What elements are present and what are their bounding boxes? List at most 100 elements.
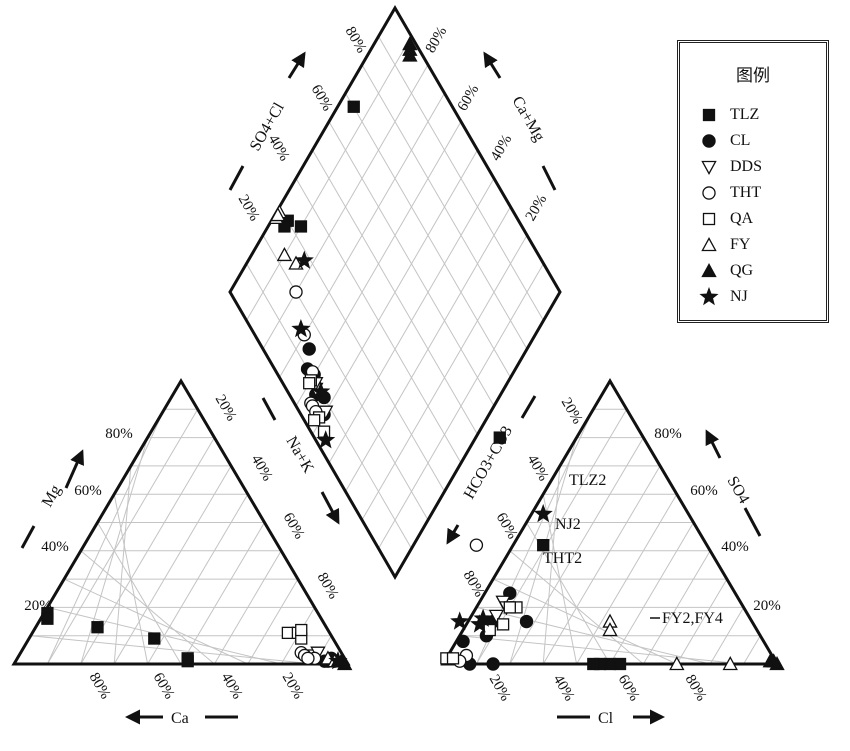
- point-tlz-anion-6: [537, 538, 550, 552]
- tick-nak-4: 80%: [314, 570, 342, 602]
- point-fy-diamond-3: [270, 207, 286, 222]
- label-camg: Ca+Mg: [509, 94, 548, 145]
- series-tlz: [41, 100, 627, 671]
- point-qa-diamond-2: [303, 377, 316, 390]
- tick-ca-2: 40%: [218, 670, 246, 702]
- legend-marker-cl: [702, 134, 716, 148]
- tick-camg-3: 60%: [455, 82, 483, 114]
- point-tht-cation-4: [301, 651, 315, 666]
- grid-line: [97, 522, 182, 665]
- label-so4: SO4: [724, 474, 753, 507]
- point-cl-anion-7: [486, 657, 500, 671]
- arrow-mg: [64, 449, 84, 489]
- grid-line: [509, 550, 644, 665]
- legend-marker-qg: [701, 263, 717, 278]
- grid-line: [345, 92, 511, 378]
- cation-triangle-frame: [11, 378, 351, 666]
- legend-item-fy: FY: [698, 235, 750, 255]
- legend-symbol-qa: [702, 212, 716, 226]
- tick-nak-1: 20%: [212, 392, 240, 424]
- legend-marker-nj: [699, 287, 719, 306]
- tick-cl-3: 60%: [615, 672, 643, 704]
- point-tlz-cation-2: [41, 612, 54, 625]
- grid-line: [80, 550, 215, 665]
- legend-symbol-tht: [702, 186, 716, 200]
- tick-mg-2: 40%: [41, 539, 69, 555]
- arrow-so4cl: [287, 51, 306, 79]
- point-nj-diamond-2: [316, 430, 336, 449]
- tick-camg-1: 20%: [523, 192, 551, 224]
- legend-marker-tht: [702, 186, 716, 200]
- label-nak: Na+K: [283, 434, 318, 477]
- tick-cl-2: 40%: [550, 672, 578, 704]
- label-mg: Mg: [39, 482, 65, 510]
- legend-marker-tlz: [702, 108, 716, 122]
- dash-mg: [20, 525, 36, 549]
- arrow-so4: [705, 429, 722, 459]
- grid-line: [492, 578, 678, 665]
- point-cl-diamond-1: [302, 342, 316, 356]
- legend-label: DDS: [730, 158, 763, 175]
- tick-ca-1: 20%: [279, 670, 307, 702]
- grid-line: [476, 606, 711, 665]
- sample-annotations: TLZ2 NJ2 THT2 FY2,FY4: [543, 472, 723, 627]
- grid-line: [247, 578, 299, 665]
- tick-ca-4: 80%: [86, 670, 114, 702]
- series-qa: [281, 374, 523, 665]
- dash-nak: [261, 397, 277, 421]
- legend-item-qa: QA: [698, 209, 753, 229]
- tick-so4-1: 20%: [753, 598, 781, 614]
- point-qa-anion-3: [496, 618, 510, 631]
- axis-arrows: [20, 51, 762, 725]
- tick-so4cl-1: 20%: [235, 192, 263, 224]
- legend-item-tlz: TLZ: [698, 105, 759, 125]
- grid-line: [47, 606, 282, 665]
- legend-marker-qa: [702, 212, 716, 226]
- point-cl-anion-2: [519, 614, 534, 629]
- grid-line: [709, 607, 745, 665]
- point-tlz-anion-4: [613, 657, 627, 671]
- grid-line: [312, 149, 478, 435]
- point-tht-anion-1: [469, 538, 484, 552]
- legend-marker-dds: [701, 160, 717, 175]
- tick-so4-4: 80%: [654, 426, 682, 442]
- tick-nak-2: 40%: [248, 452, 276, 484]
- dash-hco3: [520, 395, 537, 419]
- legend-label: QG: [730, 262, 754, 279]
- legend-label: CL: [730, 132, 751, 149]
- point-nj-cation-1: [328, 651, 348, 670]
- grid-line: [743, 635, 761, 665]
- grid-line: [63, 578, 249, 665]
- legend-item-qg: QG: [698, 261, 753, 281]
- legend-symbol-nj: [699, 287, 719, 306]
- point-qg-diamond-3: [402, 36, 418, 51]
- arrow-nak: [320, 491, 340, 525]
- annotation-fy2-fy4: FY2,FY4: [662, 610, 723, 627]
- grid-line: [180, 522, 265, 665]
- legend-item-cl: CL: [698, 131, 750, 151]
- legend-label: FY: [730, 236, 751, 253]
- grid-line: [642, 550, 711, 665]
- point-qg-anion-3: [769, 656, 785, 671]
- legend-label: QA: [730, 210, 754, 227]
- tick-so4cl-4: 80%: [342, 24, 370, 56]
- point-qa-diamond-4: [307, 414, 321, 427]
- point-nj-anion-1: [533, 503, 553, 523]
- legend-title: 图例: [736, 66, 770, 85]
- tick-ca-3: 60%: [150, 670, 178, 702]
- tick-nak-3: 60%: [280, 510, 308, 542]
- point-nj-diamond-3: [291, 318, 311, 338]
- diamond-grid: [246, 36, 544, 549]
- point-tlz-cation-3: [91, 621, 104, 634]
- grid-line: [609, 522, 694, 665]
- point-fy-anion-3: [669, 656, 685, 671]
- legend-symbol-qg: [701, 263, 717, 278]
- tick-cl-4: 80%: [682, 672, 710, 704]
- point-tlz-diamond-1: [347, 100, 360, 113]
- dash-so4cl: [228, 165, 245, 191]
- legend-marker-fy: [701, 237, 717, 252]
- point-nj-anion-4: [470, 614, 490, 633]
- legend-item-dds: DDS: [698, 157, 762, 177]
- annotation-tlz2: TLZ2: [569, 472, 606, 489]
